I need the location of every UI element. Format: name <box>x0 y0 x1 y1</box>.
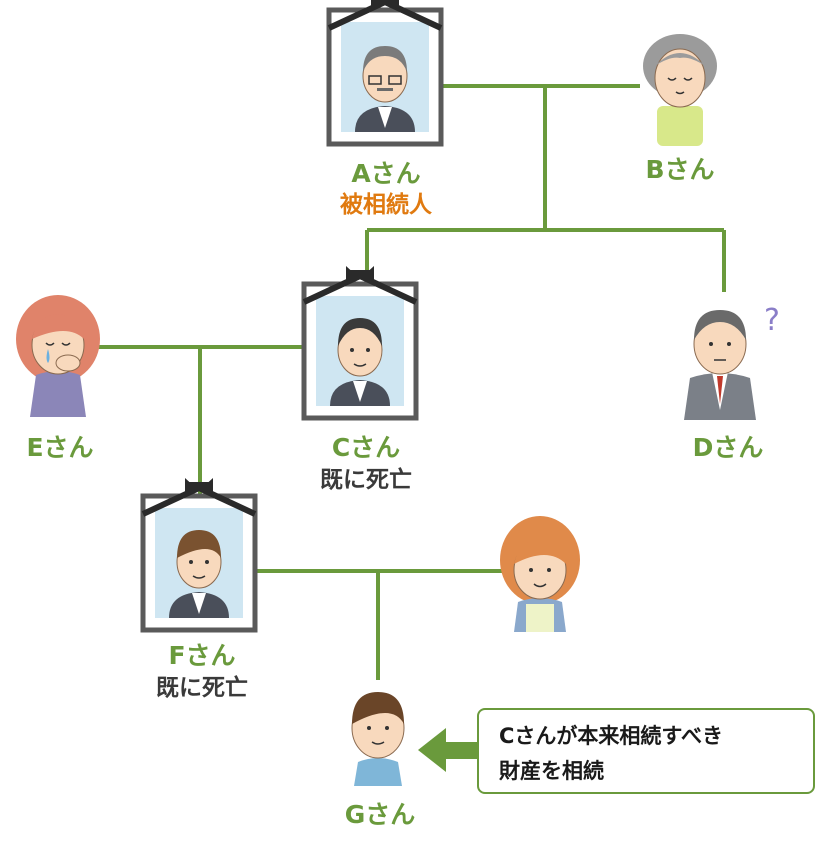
avatar-g <box>351 692 405 786</box>
connector-lines <box>98 84 726 680</box>
avatar-d <box>684 310 756 420</box>
portrait-f <box>143 478 255 633</box>
name-b: Bさん <box>645 155 715 184</box>
portrait-a <box>329 0 441 147</box>
callout-line-2: 財産を相続 <box>499 759 604 783</box>
name-d: Dさん <box>692 433 764 462</box>
note-f-deceased: 既に死亡 <box>156 675 248 701</box>
avatar-e <box>16 295 100 417</box>
callout-line-1: Cさんが本来相続すべき <box>499 724 723 748</box>
name-f: Fさん <box>168 641 236 670</box>
name-e: Eさん <box>26 433 94 462</box>
name-g: Gさん <box>344 800 416 829</box>
note-c-deceased: 既に死亡 <box>320 467 412 493</box>
arrow-to-g <box>418 728 478 772</box>
avatar-f-spouse <box>500 516 580 632</box>
avatar-b <box>643 34 717 146</box>
callout-box: Cさんが本来相続すべき 財産を相続 <box>477 708 815 794</box>
name-a: Aさん <box>351 159 421 188</box>
question-mark: ? <box>764 303 780 338</box>
name-c: Cさん <box>331 433 401 462</box>
note-a-heir: 被相続人 <box>340 192 432 218</box>
portrait-c <box>304 266 416 421</box>
